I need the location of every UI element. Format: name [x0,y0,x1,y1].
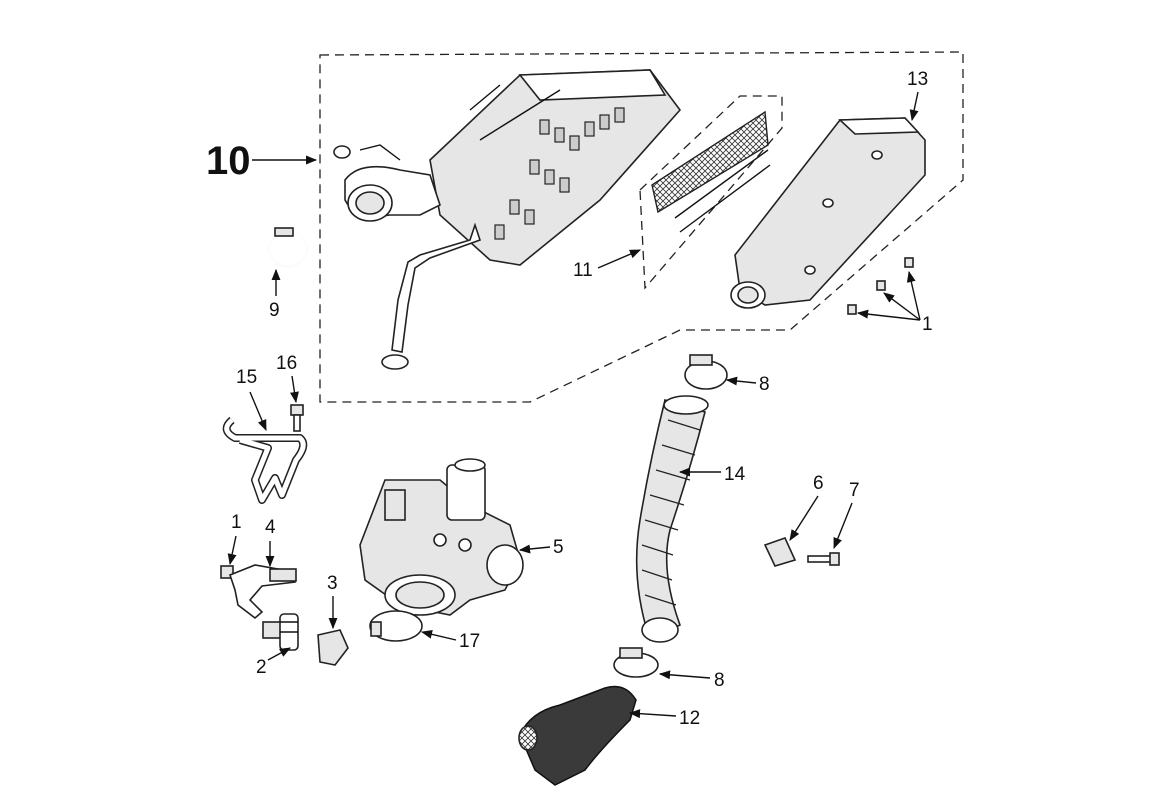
air-box-cover [730,117,926,309]
svg-text:13: 13 [907,69,928,90]
injector-4 [229,564,297,620]
svg-text:2: 2 [256,657,267,678]
svg-text:6: 6 [813,473,824,494]
label-8-upper: 8 [759,374,770,395]
svg-text:11: 11 [573,260,593,281]
label-15: 15 [236,367,257,388]
svg-text:1: 1 [231,512,242,533]
svg-text:5: 5 [553,537,564,558]
air-box-body [333,69,682,370]
label-5: 5 [553,537,564,558]
bolt-16 [290,404,304,432]
intake-duct-14 [635,395,709,643]
svg-text:15: 15 [236,367,257,388]
svg-text:17: 17 [459,631,480,652]
bracket-6 [763,537,797,567]
hose-clamp-8-upper [684,354,728,390]
svg-text:10: 10 [206,139,251,183]
label-14: 14 [724,464,746,485]
svg-text:8: 8 [759,374,770,395]
label-10: 10 [206,139,251,183]
connector-2 [262,613,299,651]
svg-text:14: 14 [724,464,746,485]
label-12: 12 [679,708,700,729]
svg-text:3: 3 [327,573,338,594]
label-4: 4 [265,517,276,538]
label-17: 17 [459,631,480,652]
svg-text:7: 7 [849,480,860,501]
intake-hose-12 [518,685,637,786]
svg-text:12: 12 [679,708,700,729]
filter-element-group-outline [639,95,783,290]
label-7: 7 [849,480,860,501]
hose-clamp-17 [369,610,423,642]
label-3: 3 [327,573,338,594]
hose-15 [222,416,308,504]
clip-3 [317,629,349,666]
label-6: 6 [813,473,824,494]
hose-clamp-9 [268,227,308,267]
svg-text:8: 8 [714,670,725,691]
label-9: 9 [269,300,280,321]
svg-text:4: 4 [265,517,276,538]
label-11: 11 [573,260,593,281]
screws-top [847,257,914,315]
throttle-body-5 [359,458,524,616]
air-filter-element [651,110,771,233]
label-16: 16 [276,353,297,374]
airbox-group-outline [319,51,964,403]
hose-clamp-8-lower [613,647,659,678]
svg-text:9: 9 [269,300,280,321]
label-2: 2 [256,657,267,678]
label-13: 13 [907,69,928,90]
svg-text:16: 16 [276,353,297,374]
label-1-lower: 1 [231,512,242,533]
svg-text:1: 1 [922,314,933,335]
label-1-top: 1 [922,314,933,335]
label-8-lower: 8 [714,670,725,691]
bolt-7 [807,552,840,566]
